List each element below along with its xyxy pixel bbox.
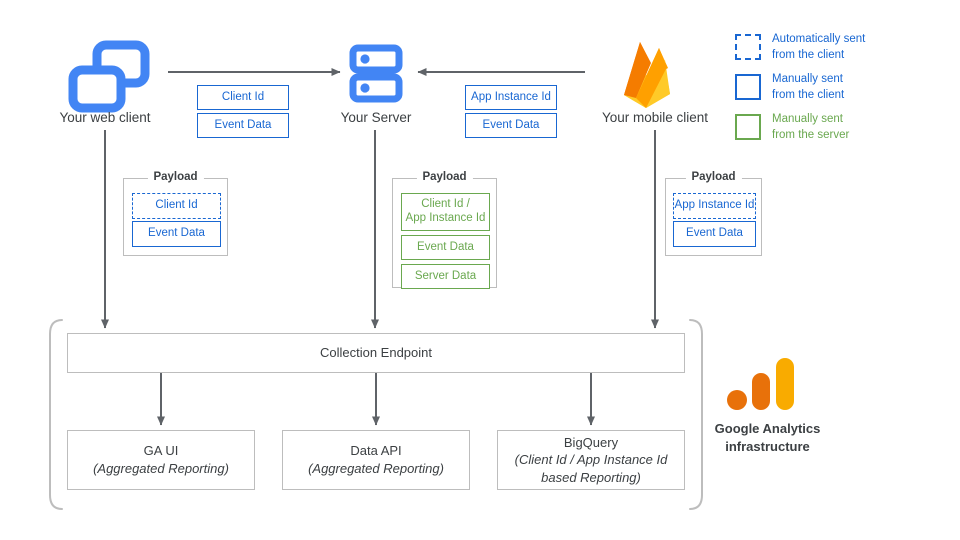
- legend-swatch-solid-blue: [735, 74, 761, 100]
- legend-item-manual-client: Manually sent from the client: [735, 70, 955, 110]
- mobile-client-label: Your mobile client: [601, 110, 709, 125]
- payload-web-event-data: Event Data: [132, 221, 221, 247]
- ga-label-line1: Google Analytics: [714, 421, 821, 436]
- payload-mobile-event-data: Event Data: [673, 221, 756, 247]
- payload-server-ids-line2: App Instance Id: [405, 212, 486, 224]
- legend-manual-server-line1: Manually sent: [772, 113, 843, 125]
- ga-label-line2: infrastructure: [725, 438, 810, 454]
- transfer-web-client-id: Client Id: [197, 85, 289, 110]
- payload-server-ids: Client Id / App Instance Id: [401, 193, 490, 231]
- transfer-web-event-data: Event Data: [197, 113, 289, 138]
- output-bigquery-subtitle-line1: (Client Id / App Instance Id: [514, 452, 668, 468]
- payload-mobile: Payload App Instance Id Event Data: [665, 171, 762, 256]
- legend-auto-client-line2: from the client: [772, 48, 845, 61]
- web-client-icon: [68, 40, 150, 113]
- output-ga-ui-title: GA UI: [143, 443, 179, 459]
- legend-manual-client-line1: Manually sent: [772, 73, 843, 85]
- server-label: Your Server: [340, 110, 412, 125]
- output-data-api-subtitle: (Aggregated Reporting): [308, 461, 444, 476]
- transfer-mobile-event-data: Event Data: [465, 113, 557, 138]
- output-box-ga-ui: GA UI (Aggregated Reporting): [67, 430, 255, 490]
- legend-label-auto-client: Automatically sent from the client: [772, 32, 865, 63]
- output-data-api-title: Data API: [350, 443, 402, 459]
- web-client-label: Your web client: [59, 110, 151, 125]
- payload-server-ids-line1: Client Id /: [421, 198, 470, 211]
- payload-mobile-title: Payload: [685, 171, 742, 183]
- legend-item-auto-client: Automatically sent from the client: [735, 30, 955, 70]
- transfer-mobile-app-instance-id: App Instance Id: [465, 85, 557, 110]
- payload-server: Payload Client Id / App Instance Id Even…: [392, 171, 497, 289]
- payload-server-title: Payload: [416, 171, 473, 183]
- google-analytics-infrastructure-label: Google Analytics infrastructure: [700, 420, 835, 455]
- payload-web-title: Payload: [147, 171, 204, 183]
- infrastructure-bracket-right: [689, 319, 703, 510]
- collection-endpoint-box: Collection Endpoint: [67, 333, 685, 373]
- legend-label-manual-server: Manually sent from the server: [772, 112, 849, 143]
- payload-mobile-app-instance-id: App Instance Id: [673, 193, 756, 219]
- legend-manual-client-line2: from the client: [772, 88, 845, 101]
- payload-web-client-id: Client Id: [132, 193, 221, 219]
- output-bigquery-subtitle-line2: based Reporting): [541, 469, 641, 485]
- legend-item-manual-server: Manually sent from the server: [735, 110, 955, 150]
- firebase-icon: [624, 42, 670, 108]
- infrastructure-bracket-left: [49, 319, 63, 510]
- output-ga-ui-subtitle: (Aggregated Reporting): [93, 461, 229, 476]
- legend-label-manual-client: Manually sent from the client: [772, 72, 844, 103]
- output-bigquery-title: BigQuery: [563, 434, 619, 450]
- payload-server-server-data: Server Data: [401, 264, 490, 289]
- legend-auto-client-line1: Automatically sent: [772, 33, 866, 45]
- output-box-bigquery: BigQuery (Client Id / App Instance Id ba…: [497, 430, 685, 490]
- legend-swatch-dashed-blue: [735, 34, 761, 60]
- legend: Automatically sent from the client Manua…: [735, 30, 955, 150]
- payload-server-event-data: Event Data: [401, 235, 490, 260]
- legend-manual-server-line2: from the server: [772, 128, 850, 141]
- google-analytics-icon: [727, 358, 794, 410]
- payload-web: Payload Client Id Event Data: [123, 171, 228, 256]
- server-icon: [349, 44, 403, 103]
- output-box-data-api: Data API (Aggregated Reporting): [282, 430, 470, 490]
- legend-swatch-solid-green: [735, 114, 761, 140]
